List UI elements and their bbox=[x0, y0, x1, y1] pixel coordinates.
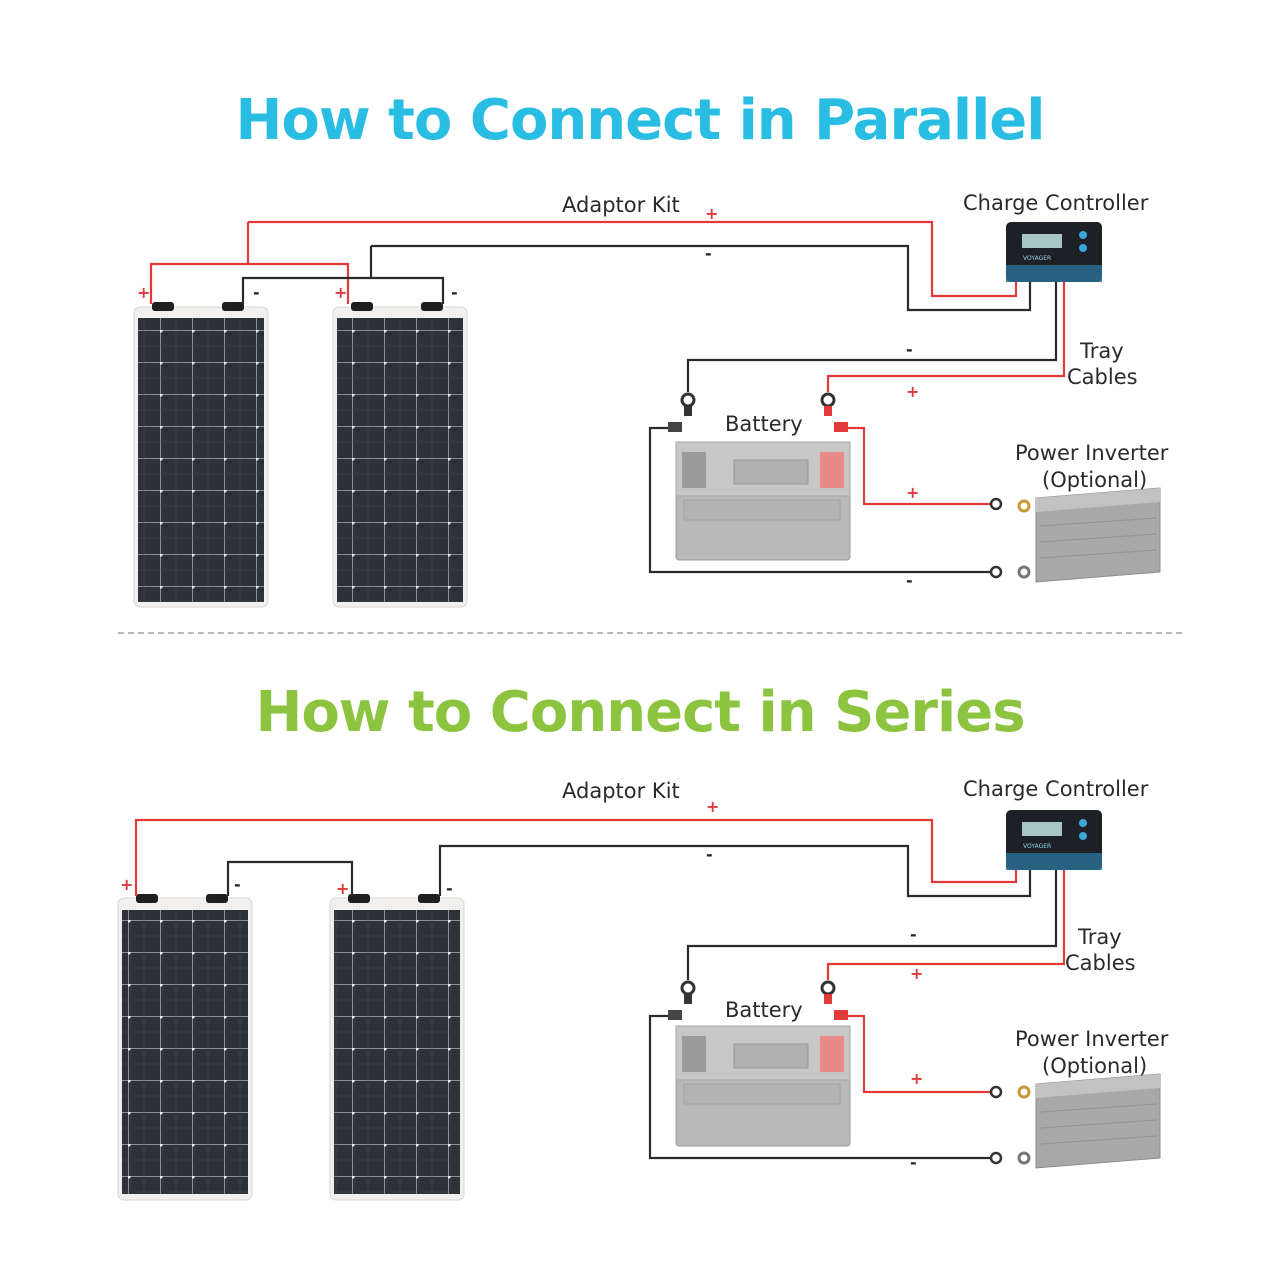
panel1-positive-sign: + bbox=[120, 875, 133, 894]
panel1-negative-sign: - bbox=[253, 283, 260, 302]
panel2-positive-sign: + bbox=[334, 283, 347, 302]
charge-controller-label: Charge Controller bbox=[963, 191, 1149, 215]
tray-cables-label-line1: Tray bbox=[1077, 925, 1122, 949]
panel1-negative-sign: - bbox=[234, 875, 241, 894]
solar-panel-2 bbox=[332, 302, 468, 608]
panel2-negative-sign: - bbox=[451, 283, 458, 302]
battery-negative-terminal-ring bbox=[680, 980, 696, 1004]
panel-wiring bbox=[134, 818, 1066, 1160]
charge-controller: VOYAGER bbox=[1006, 810, 1102, 870]
tray-cables-label-line2: Cables bbox=[1067, 365, 1138, 389]
parallel-wiring-svg: VOYAGER bbox=[133, 191, 1169, 608]
adaptor-positive-sign: + bbox=[705, 204, 718, 223]
adaptor-negative-sign: - bbox=[705, 244, 712, 263]
tray-negative-sign: - bbox=[910, 925, 917, 944]
battery bbox=[668, 422, 851, 561]
parallel-title: How to Connect in Parallel bbox=[235, 88, 1046, 153]
controller-brand: VOYAGER bbox=[1023, 255, 1051, 262]
battery-negative-terminal-ring bbox=[680, 392, 696, 416]
adaptor-negative-sign: - bbox=[706, 845, 713, 864]
inverter-negative-sign: - bbox=[906, 571, 913, 590]
panel2-negative-sign: - bbox=[446, 879, 453, 898]
panel-wiring bbox=[149, 220, 1066, 574]
series-diagram: VOYAGER bbox=[0, 760, 1280, 1220]
panel1-positive-sign: + bbox=[137, 283, 150, 302]
inverter-positive-sign: + bbox=[910, 1069, 923, 1088]
tray-negative-sign: - bbox=[906, 340, 913, 359]
inverter-positive-sign: + bbox=[906, 483, 919, 502]
tray-cables-label-line1: Tray bbox=[1079, 339, 1124, 363]
section-divider bbox=[118, 632, 1182, 634]
inverter-negative-sign: - bbox=[910, 1153, 917, 1172]
solar-panel-1 bbox=[133, 302, 269, 608]
power-inverter-label-line1: Power Inverter bbox=[1015, 1027, 1169, 1051]
power-inverter-label-line2: (Optional) bbox=[1042, 1054, 1147, 1078]
battery-label: Battery bbox=[725, 412, 803, 436]
solar-panel-1 bbox=[117, 894, 253, 1201]
adaptor-positive-sign: + bbox=[706, 797, 719, 816]
power-inverter-label-line2: (Optional) bbox=[1042, 468, 1147, 492]
solar-panel-2 bbox=[329, 894, 465, 1201]
adaptor-kit-label: Adaptor Kit bbox=[562, 779, 680, 803]
tray-positive-sign: + bbox=[906, 382, 919, 401]
charge-controller: VOYAGER bbox=[1006, 222, 1102, 282]
battery-positive-terminal-ring bbox=[820, 980, 836, 1004]
panel2-positive-sign: + bbox=[336, 879, 349, 898]
parallel-diagram: VOYAGER bbox=[0, 170, 1280, 630]
adaptor-kit-label: Adaptor Kit bbox=[562, 193, 680, 217]
series-wiring-svg: VOYAGER bbox=[117, 777, 1169, 1201]
battery-label: Battery bbox=[725, 998, 803, 1022]
tray-positive-sign: + bbox=[910, 964, 923, 983]
controller-brand: VOYAGER bbox=[1023, 843, 1051, 850]
power-inverter bbox=[989, 487, 1161, 583]
charge-controller-label: Charge Controller bbox=[963, 777, 1149, 801]
series-title: How to Connect in Series bbox=[255, 680, 1025, 745]
tray-cables-label-line2: Cables bbox=[1065, 951, 1136, 975]
battery bbox=[668, 1010, 851, 1147]
battery-positive-terminal-ring bbox=[820, 392, 836, 416]
power-inverter-label-line1: Power Inverter bbox=[1015, 441, 1169, 465]
power-inverter bbox=[989, 1073, 1161, 1169]
